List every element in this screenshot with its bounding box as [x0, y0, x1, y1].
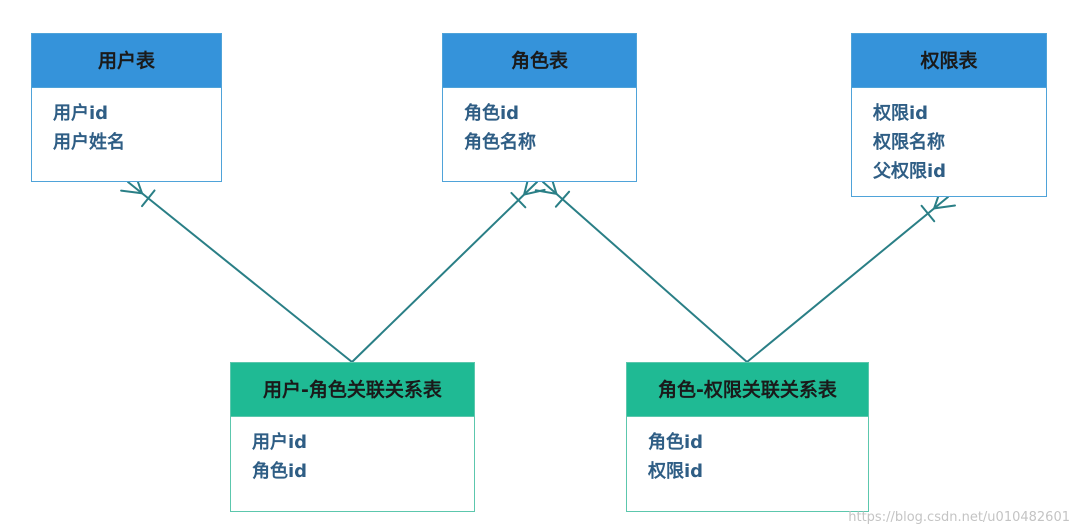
role-table-title: 角色表: [443, 34, 636, 88]
user-role-table-fields: 用户id 角色id: [231, 417, 474, 486]
one-bar-icon: [141, 189, 156, 208]
permission-table-field: 父权限id: [873, 161, 947, 182]
relation-line: [351, 181, 538, 363]
role-permission-table[interactable]: 角色-权限关联关系表 角色id 权限id: [626, 362, 869, 512]
role-table-field: 角色id: [464, 103, 520, 124]
user-role-table-field: 用户id: [252, 432, 308, 453]
permission-table-title: 权限表: [852, 34, 1046, 88]
relation-role-permission-to-role: [534, 172, 748, 363]
role-table[interactable]: 角色表 角色id 角色名称: [442, 33, 637, 182]
user-table-field: 用户姓名: [53, 132, 125, 153]
role-permission-table-field: 角色id: [648, 432, 704, 453]
permission-table-fields: 权限id 权限名称 父权限id: [852, 88, 1046, 186]
user-role-table[interactable]: 用户-角色关联关系表 用户id 角色id: [230, 362, 475, 512]
relation-line: [542, 181, 748, 363]
relation-role-permission-to-permission: [746, 187, 956, 363]
relation-line: [127, 181, 353, 363]
relation-user-role-to-user: [120, 172, 353, 363]
user-role-table-title: 用户-角色关联关系表: [231, 363, 474, 417]
role-permission-table-field: 权限id: [648, 461, 704, 482]
permission-table-field: 权限名称: [873, 132, 945, 153]
one-bar-icon: [554, 190, 571, 208]
role-permission-table-title: 角色-权限关联关系表: [627, 363, 868, 417]
one-bar-icon: [510, 191, 527, 209]
role-table-field: 角色名称: [464, 132, 536, 153]
role-table-fields: 角色id 角色名称: [443, 88, 636, 157]
permission-table-field: 权限id: [873, 103, 929, 124]
relation-line: [746, 196, 949, 363]
user-table-field: 用户id: [53, 103, 109, 124]
user-role-table-field: 角色id: [252, 461, 308, 482]
one-bar-icon: [920, 204, 936, 223]
user-table[interactable]: 用户表 用户id 用户姓名: [31, 33, 222, 182]
watermark: https://blog.csdn.net/u010482601: [848, 510, 1070, 525]
relation-user-role-to-role: [351, 173, 546, 363]
role-permission-table-fields: 角色id 权限id: [627, 417, 868, 486]
permission-table[interactable]: 权限表 权限id 权限名称 父权限id: [851, 33, 1047, 197]
user-table-title: 用户表: [32, 34, 221, 88]
user-table-fields: 用户id 用户姓名: [32, 88, 221, 157]
